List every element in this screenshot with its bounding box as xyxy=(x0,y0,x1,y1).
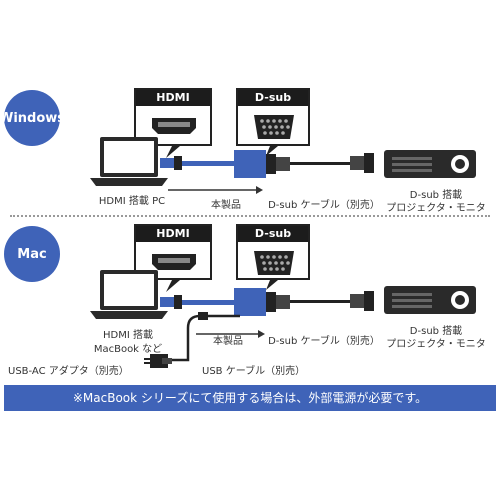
mac-label: Mac xyxy=(17,246,47,262)
windows-display-label-2: プロジェクタ・モニタ xyxy=(386,203,486,214)
hdmi-port-box: HDMI xyxy=(134,88,212,146)
section-divider xyxy=(10,215,490,217)
mac-product-label: 本製品 xyxy=(213,336,243,347)
adapter-body xyxy=(234,150,266,178)
mac-display-label-1: D-sub 搭載 xyxy=(409,326,463,337)
mac-projector-icon xyxy=(384,286,476,314)
projector-icon xyxy=(384,150,476,178)
note-banner: ※MacBook シリーズにて使用する場合は、外部電源が必要です。 xyxy=(4,385,496,411)
windows-product-label: 本製品 xyxy=(211,200,241,211)
mac-display-label-2: プロジェクタ・モニタ xyxy=(386,339,486,350)
usb-ac-adapter-icon xyxy=(144,354,172,368)
laptop-icon xyxy=(90,137,168,186)
windows-badge: Windows xyxy=(0,90,65,146)
mac-badge: Mac xyxy=(4,226,60,282)
mac-hdmi-port-title: HDMI xyxy=(136,226,210,242)
mac-laptop-icon xyxy=(90,270,168,319)
mac-dsub-port-icon xyxy=(254,251,294,275)
windows-cable-label: D-sub ケーブル（別売） xyxy=(268,200,380,211)
hdmi-port-title: HDMI xyxy=(136,90,210,106)
windows-pc-label: HDMI 搭載 PC xyxy=(98,196,166,207)
windows-connection-diagram xyxy=(90,137,476,194)
hdmi-port-icon xyxy=(152,118,196,134)
usb-cable-label: USB ケーブル（別売） xyxy=(202,366,306,377)
dsub-port-box: D-sub xyxy=(236,88,310,146)
windows-label: Windows xyxy=(0,110,66,126)
mac-dsub-port-box: D-sub xyxy=(236,224,310,280)
mac-dsub-port-title: D-sub xyxy=(238,226,308,242)
mac-pc-label-1: HDMI 搭載 xyxy=(103,330,153,341)
mac-connection-diagram xyxy=(90,270,476,368)
mac-adapter-body xyxy=(234,288,266,316)
mac-cable-label: D-sub ケーブル（別売） xyxy=(268,336,380,347)
windows-display-label-1: D-sub 搭載 xyxy=(409,190,463,201)
mac-hdmi-port-icon xyxy=(152,254,196,270)
usb-adapter-label: USB-AC アダプタ（別売） xyxy=(8,366,129,377)
dsub-port-icon xyxy=(254,115,294,139)
mac-pc-label-2: MacBook など xyxy=(93,344,163,355)
dsub-port-title: D-sub xyxy=(238,90,308,106)
